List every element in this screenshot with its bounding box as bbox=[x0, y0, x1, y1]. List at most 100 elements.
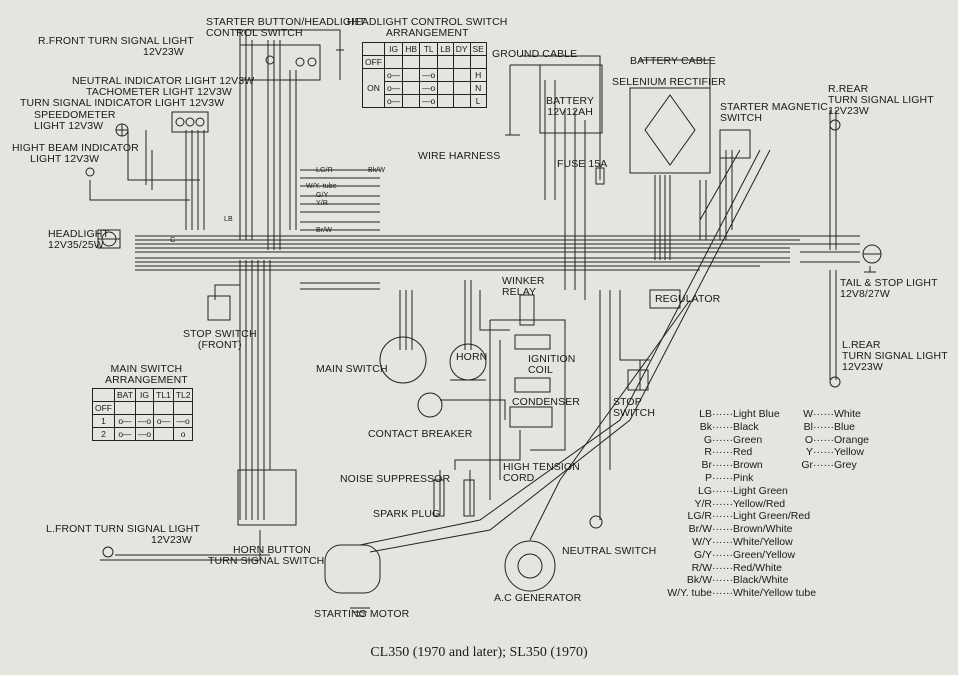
legend-entry: O······Orange bbox=[795, 434, 869, 447]
wire-code: W/Y. tube bbox=[306, 183, 337, 190]
legend-dots: ······ bbox=[813, 446, 834, 459]
legend-color-name: Blue bbox=[833, 420, 855, 433]
table-header: HB bbox=[402, 42, 421, 56]
legend-color-name: Red/White bbox=[732, 561, 783, 574]
legend-code: G bbox=[703, 433, 712, 446]
wire-code: LB bbox=[224, 216, 233, 223]
table-header: TL bbox=[419, 42, 439, 56]
legend-code: W/Y. tube bbox=[667, 587, 712, 600]
legend-dots: ······ bbox=[712, 420, 733, 433]
ignition-wiring bbox=[399, 280, 566, 515]
legend-dots: ······ bbox=[813, 408, 834, 420]
legend-color-name: White bbox=[833, 408, 861, 420]
legend-dots: ······ bbox=[712, 535, 733, 548]
table-row-label: 1 bbox=[92, 414, 115, 428]
legend-color-name: Light Blue bbox=[732, 408, 780, 420]
regulator-label: REGULATOR bbox=[655, 293, 721, 305]
selenium-rectifier-label: SELENIUM RECTIFIER bbox=[612, 76, 726, 88]
fuse-label: FUSE 15A bbox=[557, 158, 608, 170]
legend-entry: W/Y. tube······White/Yellow tube bbox=[662, 587, 816, 600]
legend-color-name: Brown/White bbox=[732, 523, 793, 536]
legend-dots: ······ bbox=[712, 587, 733, 600]
table-row-label: ON bbox=[362, 68, 385, 108]
legend-color-name: Black bbox=[732, 420, 759, 433]
legend-dots: ······ bbox=[712, 433, 733, 446]
main-switch-label: MAIN SWITCH bbox=[316, 363, 388, 375]
legend-dots: ······ bbox=[813, 433, 834, 446]
legend-dots: ······ bbox=[712, 484, 733, 497]
legend-color-name: White/Yellow bbox=[732, 535, 793, 548]
spark-plug-label: SPARK PLUG bbox=[373, 508, 441, 520]
noise-suppressor-label: NOISE SUPPRESSOR bbox=[340, 473, 451, 485]
components bbox=[85, 44, 882, 617]
legend-code: Bk/W bbox=[686, 574, 712, 587]
right-wiring bbox=[359, 55, 860, 553]
legend-dots: ······ bbox=[712, 446, 733, 459]
battery-cable-label: BATTERY CABLE bbox=[630, 55, 716, 67]
legend-color-name: Yellow/Red bbox=[732, 497, 786, 510]
table-row-label: OFF bbox=[362, 55, 385, 69]
ac-generator-label: A.C GENERATOR bbox=[494, 592, 582, 604]
legend-entry: LB······Light Blue bbox=[662, 408, 816, 421]
wire-code: G/Y bbox=[316, 192, 329, 199]
switch-leads bbox=[89, 29, 344, 561]
legend-dots: ······ bbox=[712, 471, 733, 484]
legend-dots: ······ bbox=[712, 574, 733, 587]
legend-code: Br bbox=[701, 459, 713, 472]
legend-dots: ······ bbox=[712, 459, 733, 472]
legend-color-name: Black/White bbox=[732, 574, 789, 587]
table-cell: H bbox=[469, 68, 487, 82]
legend-code: Br/W bbox=[688, 523, 712, 536]
legend-color-name: Green bbox=[732, 433, 763, 446]
legend-entry: P······Pink bbox=[662, 472, 816, 485]
legend-dots: ······ bbox=[712, 497, 733, 510]
legend-code: R bbox=[704, 446, 712, 459]
table-header: LB bbox=[437, 42, 454, 56]
neutral-indicator-label: NEUTRAL INDICATOR LIGHT 12V3W bbox=[72, 75, 255, 87]
legend-color-name: Light Green bbox=[732, 484, 788, 497]
legend-color-name: Pink bbox=[732, 471, 754, 484]
legend-entry: G······Green bbox=[662, 434, 816, 447]
wire-code: G bbox=[170, 237, 176, 244]
table-header: DY bbox=[452, 42, 471, 56]
legend-dots: ······ bbox=[712, 561, 733, 574]
legend-entry: R······Red bbox=[662, 446, 816, 459]
ground-cable-label: GROUND CABLE bbox=[492, 48, 578, 60]
legend-dots: ······ bbox=[712, 523, 733, 536]
legend-code: Gr bbox=[801, 459, 813, 472]
legend-code: O bbox=[804, 433, 813, 446]
legend-entry: W/Y······White/Yellow bbox=[662, 536, 816, 549]
legend-entry: Y/R······Yellow/Red bbox=[662, 498, 816, 511]
table-header: TL2 bbox=[172, 388, 194, 402]
legend-color-name: White/Yellow tube bbox=[732, 587, 817, 600]
legend-color-name: Green/Yellow bbox=[732, 548, 796, 561]
wire-code: Y/R bbox=[316, 200, 328, 207]
legend-dots: ······ bbox=[712, 548, 733, 561]
legend-code: W/Y bbox=[692, 535, 712, 548]
legend-color-name: Grey bbox=[833, 459, 857, 472]
legend-code: LG/R bbox=[687, 510, 712, 523]
diagram-caption: CL350 (1970 and later); SL350 (1970) bbox=[370, 645, 588, 660]
legend-entry: W······White bbox=[795, 408, 869, 421]
tachometer-light-label: TACHOMETER LIGHT 12V3W bbox=[86, 86, 232, 98]
legend-code: Y/R bbox=[694, 497, 712, 510]
legend-dots: ······ bbox=[813, 420, 834, 433]
legend-code: LB bbox=[699, 408, 712, 420]
table-cell: N bbox=[469, 81, 487, 95]
legend-color-name: Yellow bbox=[833, 446, 864, 459]
legend-entry: Y······Yellow bbox=[795, 446, 869, 459]
